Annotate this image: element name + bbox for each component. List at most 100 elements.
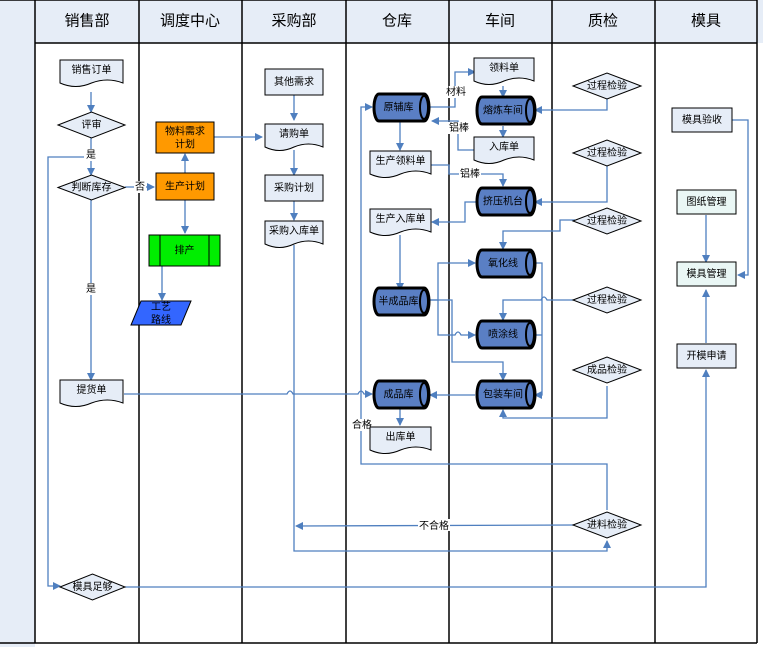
edge-semi-spraying <box>437 300 476 339</box>
node-label: 过程检验 <box>587 79 627 92</box>
node-ws-receipt: 入库单 <box>473 136 535 164</box>
node-mold-apply: 开模申请 <box>676 343 737 369</box>
node-label: 领料单 <box>489 61 519 74</box>
process-shape <box>676 343 737 369</box>
document-shape <box>369 426 432 454</box>
lane-header-mold: 模具 <box>691 12 721 30</box>
flow-nodes: 销售订单评审判断库存提货单模具足够物料需求计划生产计划排产工艺路线其他需求请购单… <box>56 57 737 601</box>
node-purchase-plan: 采购计划 <box>264 174 324 202</box>
node-production-plan: 生产计划 <box>155 172 215 201</box>
edge-moldenough-apply <box>125 369 710 588</box>
process-shape <box>264 68 324 96</box>
node-raw-store: 原辅库 <box>372 92 431 123</box>
lane-headers: 销售部 调度中心 采购部 仓库 车间 质检 模具 <box>64 12 721 30</box>
node-smelting: 熔炼车间 <box>475 95 537 126</box>
edge-qc1-smelting <box>534 96 608 114</box>
node-label: 原辅库 <box>384 101 414 114</box>
edge-label-material: 材料 <box>446 85 466 98</box>
data-shape <box>130 300 192 326</box>
node-mold-mgmt: 模具管理 <box>676 261 737 287</box>
node-label: 销售订单 <box>72 63 112 76</box>
node-label: 过程检验 <box>587 293 627 306</box>
node-sales-order: 销售订单 <box>59 59 124 87</box>
node-requisition: 领料单 <box>473 57 535 85</box>
node-label: 模具验收 <box>682 113 722 126</box>
node-prod-requisition: 生产领料单 <box>369 150 432 178</box>
decision-shape <box>571 511 643 539</box>
connectors <box>47 68 749 590</box>
document-shape <box>369 208 432 236</box>
decision-shape <box>571 356 643 384</box>
cylinder-shape <box>475 95 537 126</box>
edge-wsreceipt-raw <box>431 117 474 151</box>
node-delivery-note: 提货单 <box>59 379 124 407</box>
edge-qc4-spraying <box>499 296 575 321</box>
edge-label-yes-top: 是 <box>86 149 96 161</box>
node-label-line1: 物料需求 <box>165 125 205 138</box>
node-semi-store: 半成品库 <box>372 286 431 317</box>
node-qc4: 过程检验 <box>571 286 643 314</box>
cylinder-shape <box>475 379 537 410</box>
node-label: 出库单 <box>386 430 416 443</box>
node-label: 过程检验 <box>587 146 627 159</box>
node-label: 生产领料单 <box>376 154 426 167</box>
lane-header-dispatch: 调度中心 <box>160 12 220 30</box>
node-label: 排产 <box>175 244 195 257</box>
node-qc1: 过程检验 <box>571 72 643 100</box>
decision-shape <box>571 139 643 167</box>
lane-header-workshop: 车间 <box>485 12 515 30</box>
process-shape <box>155 172 215 201</box>
node-label: 成品检验 <box>587 363 627 376</box>
decision-shape <box>571 286 643 314</box>
node-mold-enough: 模具足够 <box>58 573 127 601</box>
node-extrusion: 挤压机台 <box>475 186 537 217</box>
node-mold-accept: 模具验收 <box>671 107 733 133</box>
edge-label-qualified: 合格 <box>352 418 372 431</box>
node-scheduling: 排产 <box>148 234 221 267</box>
node-label: 入库单 <box>489 140 519 153</box>
lane-header-qc: 质检 <box>588 12 618 30</box>
document-shape <box>59 379 124 407</box>
node-outbound-note: 出库单 <box>369 426 432 454</box>
document-shape <box>264 220 324 248</box>
edge-requisition-extrusion <box>430 164 507 187</box>
node-label-line1: 工艺 <box>151 301 171 313</box>
node-label: 熔炼车间 <box>483 104 523 117</box>
node-label: 半成品库 <box>379 295 419 308</box>
node-label: 模具管理 <box>687 267 727 280</box>
node-qc3: 过程检验 <box>571 207 643 235</box>
decision-shape <box>56 111 127 139</box>
node-qc-incoming: 进料检验 <box>571 511 643 539</box>
document-shape <box>369 150 432 178</box>
node-purchase-receipt: 采购入库单 <box>264 220 324 248</box>
edge-extrusion-prodreceipt <box>431 201 476 226</box>
node-label: 提货单 <box>77 383 107 396</box>
node-label: 进料检验 <box>587 518 627 531</box>
node-label: 成品库 <box>384 388 414 401</box>
process-shape <box>264 174 324 202</box>
edge-qc2-extrusion <box>534 163 608 206</box>
edge-qc3-oxidation <box>499 219 575 250</box>
node-qc-final: 成品检验 <box>571 356 643 384</box>
edge-qcfinal-packaging <box>499 386 608 419</box>
lane-header-purchase: 采购部 <box>271 12 316 30</box>
node-label: 挤压机台 <box>483 195 523 208</box>
edge-qualified-raw <box>360 103 608 510</box>
node-label: 采购计划 <box>274 181 314 194</box>
lane-header-warehouse: 仓库 <box>382 12 412 30</box>
node-finished-store: 成品库 <box>372 379 431 410</box>
node-prod-receipt: 生产入库单 <box>369 208 432 236</box>
node-label-line2: 计划 <box>175 138 195 151</box>
cylinder-shape <box>372 379 431 410</box>
document-shape <box>59 59 124 87</box>
node-packaging: 包装车间 <box>475 379 537 410</box>
node-label: 其他需求 <box>274 75 314 88</box>
edge-yes-loop <box>47 156 91 590</box>
process-shape <box>676 189 737 215</box>
cylinder-shape <box>475 186 537 217</box>
header-band <box>35 0 763 43</box>
edge-label-unqualified: 不合格 <box>419 519 449 532</box>
cylinder-shape <box>372 286 431 317</box>
